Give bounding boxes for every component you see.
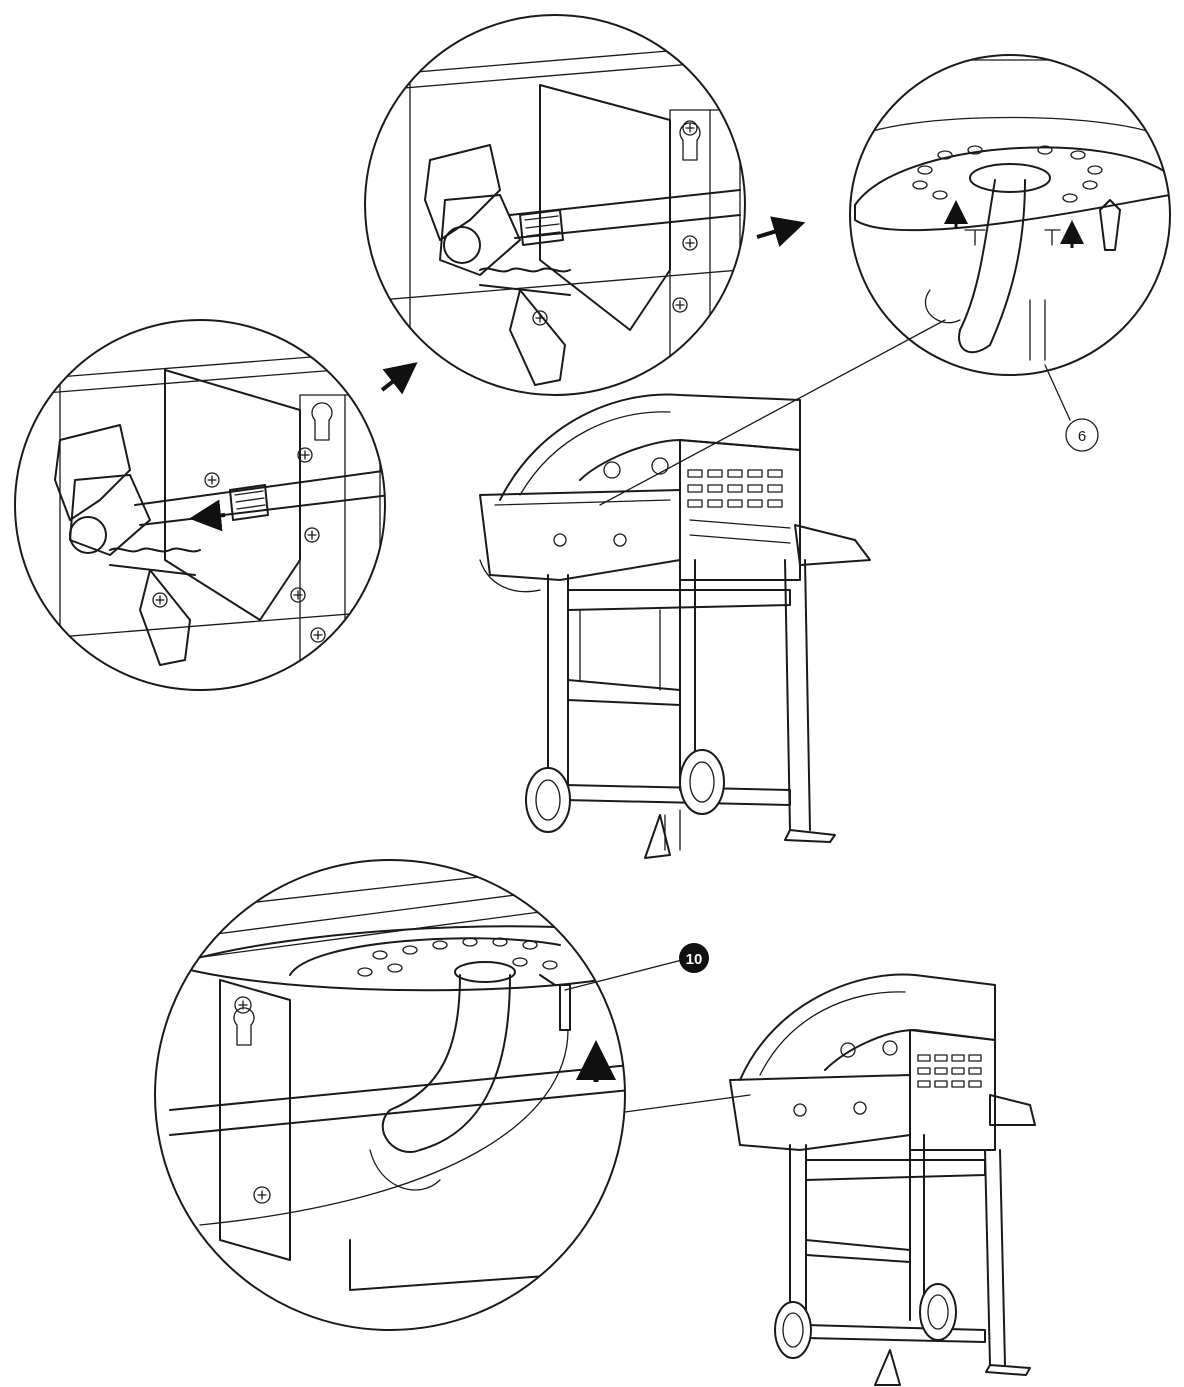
leader-line bbox=[1044, 364, 1071, 421]
detail-circle-burner-bottom bbox=[154, 859, 626, 1331]
callout-part-6: 6 bbox=[1065, 418, 1099, 452]
screw-icon bbox=[532, 120, 698, 326]
arrow-icon bbox=[380, 362, 418, 395]
screw-icon bbox=[152, 447, 326, 643]
leader-line bbox=[624, 1094, 751, 1113]
detail-circle-valve-top bbox=[364, 14, 746, 396]
detail-circle-burner-top bbox=[849, 54, 1171, 376]
leader-line bbox=[564, 959, 683, 991]
callout-label-10: 10 bbox=[686, 951, 703, 968]
circle-callout-icon bbox=[1065, 418, 1099, 452]
callout-part-10: 10 bbox=[679, 943, 709, 973]
arrow-icon bbox=[189, 499, 226, 532]
wheel bbox=[774, 1301, 812, 1359]
wheel bbox=[679, 749, 725, 815]
circle-callout-icon bbox=[679, 943, 709, 973]
grill-illustration-secondary bbox=[729, 973, 1036, 1386]
wheel bbox=[919, 1283, 957, 1341]
wheel bbox=[525, 767, 571, 833]
detail-circle-valve-left bbox=[14, 319, 386, 691]
grill-illustration-main bbox=[479, 393, 871, 859]
arrow-icon bbox=[944, 200, 1084, 248]
arrow-icon bbox=[756, 216, 806, 247]
callout-label-6: 6 bbox=[1078, 428, 1086, 445]
screw-icon bbox=[234, 996, 271, 1204]
